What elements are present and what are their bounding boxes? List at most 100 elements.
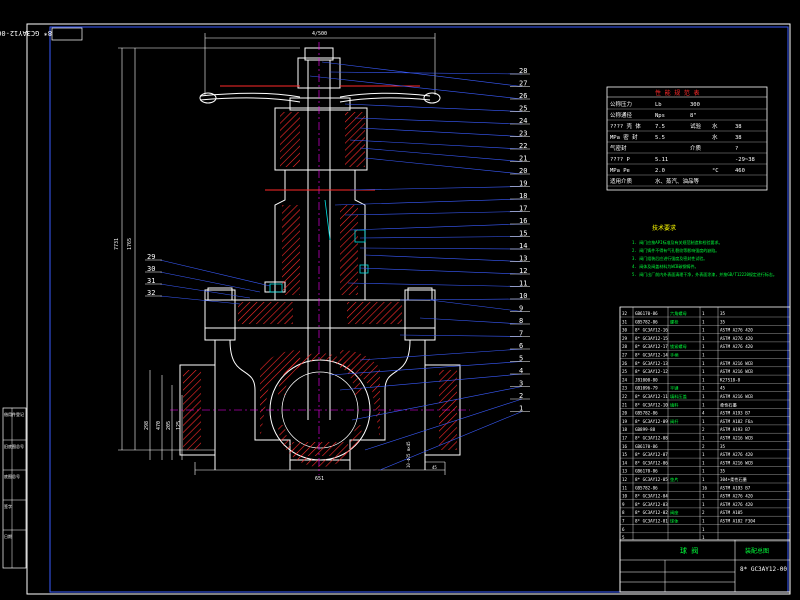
bom-cell: 8* GC3AY12-17: [635, 344, 668, 349]
bom-cell: 手柄: [670, 352, 678, 359]
bom-cell: 26: [622, 361, 628, 366]
bom-cell: GB899-88: [635, 427, 656, 432]
bom-cell: 35: [720, 311, 726, 316]
tech-req-line: 1. 阀门应按API标准及有关规范制造和检验要求。: [632, 239, 722, 245]
bom-cell: 22: [622, 394, 628, 399]
stamp-line-3: 底图总号: [4, 473, 20, 479]
leader-line: [329, 71, 523, 75]
bom-cell: 球体: [670, 518, 679, 525]
bom-cell: 1: [702, 527, 705, 532]
bom-cell: JB1000-80: [635, 377, 658, 382]
leader-line: [321, 61, 523, 87]
leader-line: [399, 334, 523, 337]
perf-row-unit: °C: [712, 168, 719, 174]
bom-cell: 阀杆: [670, 418, 679, 425]
bom-cell: ASTM A105: [720, 510, 743, 515]
part-number-label: 18: [519, 192, 527, 200]
bom-cell: 柔性石墨: [720, 401, 737, 408]
bom-cell: 1: [702, 519, 705, 524]
side-dim-1: 298: [144, 421, 150, 430]
perf-row-sym: Lb: [655, 102, 662, 108]
leader-lines: [159, 61, 523, 471]
perf-row-label: MPa Pe: [610, 168, 630, 174]
cyan-details: [269, 199, 369, 293]
part-number-label: 5: [519, 355, 523, 363]
bom-cell: 1: [702, 535, 705, 540]
part-number-label: 9: [519, 305, 523, 313]
bom-cell: 2: [702, 427, 705, 432]
leader-line: [359, 267, 523, 275]
perf-row-label: 公称通径: [610, 111, 633, 119]
perf-row-sym: 5.5: [655, 135, 665, 141]
bom-cell: 1: [702, 394, 705, 399]
bom-cell: 8: [622, 510, 625, 515]
leader-line: [339, 373, 523, 391]
tech-req-title: 技术要求: [652, 224, 676, 232]
bom-cell: 17: [622, 436, 628, 441]
bom-cell: 1: [702, 319, 705, 324]
section-hatching: [183, 112, 457, 467]
part-number-label: 3: [519, 380, 523, 388]
bom-cell: 1: [702, 477, 705, 482]
bom-cell: 304+柔性石墨: [720, 476, 747, 483]
leader-line: [159, 271, 261, 293]
leader-line: [359, 247, 523, 250]
part-number-label: 27: [519, 80, 527, 88]
bom-cell: 填料: [670, 401, 679, 408]
perf-table-title: 性 能 规 范 表: [655, 89, 699, 97]
bom-cell: 21: [622, 402, 628, 407]
leader-line: [429, 299, 523, 312]
bom-cell: ASTM A193 B7: [720, 427, 751, 432]
perf-row-sym: Nps: [655, 113, 665, 119]
bom-cell: 8* GC3AY12-08: [635, 436, 668, 441]
bom-cell: ASTM A276 420: [720, 328, 753, 333]
bom-cell: 11: [622, 485, 628, 490]
bom-cell: 填料压盖: [670, 393, 687, 400]
part-number-label: 20: [519, 167, 527, 175]
bom-cell: 1: [702, 386, 705, 391]
perf-row-label: ???? P: [610, 157, 631, 163]
bom-cell: 8* GC3AY12-14: [635, 353, 668, 358]
bom-cell: 8* GC3AY12-13: [635, 361, 668, 366]
bom-cell: ASTM A216 WCB: [720, 369, 753, 374]
bom-cell: GB1096-79: [635, 386, 658, 391]
leader-line: [329, 361, 523, 376]
bom-cell: 垫片: [670, 476, 678, 483]
part-number-label: 29: [147, 253, 155, 261]
leader-line: [359, 236, 523, 239]
tech-req-line: 5. 阀门出厂前内外表面清理干净，外表面涂漆，并按GB/T12220规定进行标志…: [632, 271, 777, 277]
part-number-label: 28: [519, 67, 527, 75]
stamp-line-5: 日期: [4, 533, 12, 539]
red-section-lines: [220, 85, 420, 191]
bom-cell: 35: [720, 444, 726, 449]
bom-cell: 29: [622, 336, 628, 341]
leader-line: [359, 348, 523, 361]
part-number-label: 8: [519, 317, 523, 325]
bom-cell: 1: [702, 311, 705, 316]
bom-cell: 1: [702, 436, 705, 441]
leader-line: [419, 317, 523, 325]
part-number-label: 31: [147, 277, 155, 285]
part-number-label: 15: [519, 230, 527, 238]
part-number-label: 13: [519, 255, 527, 263]
bom-cell: 1: [702, 369, 705, 374]
leader-line: [159, 283, 251, 299]
perf-row-sym: 2.0: [655, 168, 665, 174]
perf-row-extra: ?: [735, 146, 738, 152]
perf-row-label: MPa 密 封: [610, 133, 638, 141]
bom-cell: ASTM A216 WCB: [720, 460, 753, 465]
part-number-label: 24: [519, 117, 527, 125]
bom-cell: ASTM A216 WCB: [720, 436, 753, 441]
bom-cell: 8* GC3AY12-06: [635, 460, 668, 465]
perf-row-val: 300: [690, 102, 700, 108]
bom-cell: 5: [622, 535, 625, 540]
bom-cell: ASTM A193 B7: [720, 411, 751, 416]
bom-cell: 45: [720, 386, 726, 391]
leader-line: [354, 117, 523, 125]
bom-cell: 23: [622, 386, 628, 391]
perf-row-val: 介质: [690, 144, 702, 152]
part-number-label: 10: [519, 292, 527, 300]
tech-req-line: 4. 阀体及阀盖材料为WCB碳钢铸件。: [632, 263, 698, 269]
perf-row-label: ???? 壳 体: [610, 122, 641, 130]
